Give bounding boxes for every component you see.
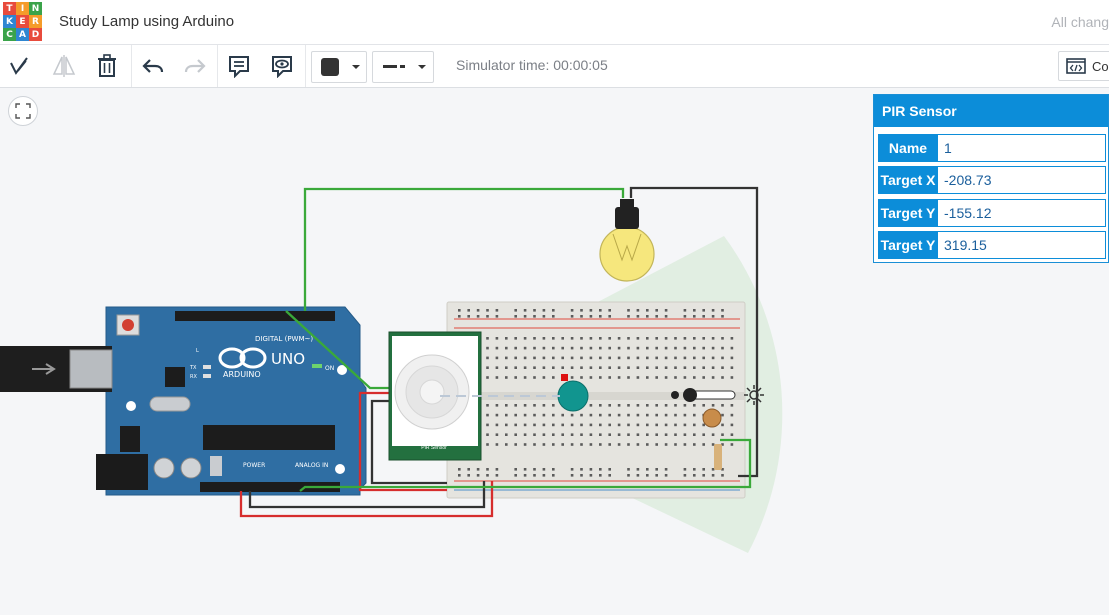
l-label: L xyxy=(196,348,199,354)
reset-button[interactable] xyxy=(122,319,134,331)
title-bar: TINKERCAD Study Lamp using Arduino All c… xyxy=(0,0,1109,45)
mirror-icon xyxy=(51,54,77,78)
code-button-label: Co xyxy=(1092,59,1109,74)
target-y-2-field[interactable]: 319.15 xyxy=(938,231,1106,259)
inspector-row-target-x: Target X -208.73 xyxy=(878,166,1106,194)
inspector-label: Name xyxy=(878,134,938,162)
power-jack xyxy=(96,454,148,490)
arduino-brand: ARDUINO xyxy=(223,370,261,379)
breadboard[interactable] xyxy=(447,302,745,498)
note-icon xyxy=(227,54,251,78)
start-simulation-button[interactable] xyxy=(3,51,35,81)
pencil-check-icon xyxy=(8,55,30,77)
arduino-model: UNO xyxy=(271,350,305,368)
mirror-button[interactable] xyxy=(48,51,80,81)
usb-port xyxy=(70,350,112,388)
power-label: POWER xyxy=(243,462,265,469)
design-title[interactable]: Study Lamp using Arduino xyxy=(59,13,234,30)
digital-label: DIGITAL (PWM~) xyxy=(255,335,313,343)
line-style-icon xyxy=(383,64,407,70)
component-inspector: PIR Sensor Name 1 Target X -208.73 Targe… xyxy=(873,94,1109,263)
simulator-time: Simulator time: 00:00:05 xyxy=(456,57,608,73)
inspector-row-name: Name 1 xyxy=(878,134,1106,162)
rx-label: RX xyxy=(190,374,197,380)
undo-icon xyxy=(141,56,165,76)
wire-color-dropdown[interactable] xyxy=(311,51,367,83)
on-label: ON xyxy=(325,365,334,372)
photoresistor[interactable] xyxy=(703,409,721,427)
logo-letter: A xyxy=(16,28,29,41)
analog-label: ANALOG IN xyxy=(295,462,328,469)
redo-icon xyxy=(183,56,207,76)
name-field[interactable]: 1 xyxy=(938,134,1106,162)
save-status: All chang xyxy=(1051,14,1109,30)
fit-view-icon xyxy=(15,103,31,119)
inspector-label: Target X xyxy=(878,166,938,194)
chevron-down-icon xyxy=(351,64,361,70)
logo-letter: R xyxy=(29,15,42,28)
logo-letter: D xyxy=(29,28,42,41)
resistor[interactable] xyxy=(714,444,722,470)
inspector-label: Target Y xyxy=(878,199,938,227)
inspector-row-target-y: Target Y -155.12 xyxy=(878,199,1106,227)
wire-type-dropdown[interactable] xyxy=(372,51,434,83)
code-icon xyxy=(1066,58,1086,74)
delete-button[interactable] xyxy=(91,51,123,81)
logo-letter: C xyxy=(3,28,16,41)
eye-note-icon xyxy=(270,54,294,78)
target-y-field[interactable]: -155.12 xyxy=(938,199,1106,227)
logo-letter: E xyxy=(16,15,29,28)
inspector-row-target-y-2: Target Y 319.15 xyxy=(878,231,1106,259)
color-swatch xyxy=(321,58,339,76)
chevron-down-icon xyxy=(417,64,427,70)
undo-button[interactable] xyxy=(137,51,169,81)
code-button[interactable]: Co xyxy=(1058,51,1109,81)
logo-letter: I xyxy=(16,2,29,15)
target-x-field[interactable]: -208.73 xyxy=(938,166,1106,194)
atmega-chip xyxy=(203,425,335,450)
redo-button[interactable] xyxy=(179,51,211,81)
logo-letter: K xyxy=(3,15,16,28)
notes-button[interactable] xyxy=(223,51,255,81)
fit-view-button[interactable] xyxy=(8,96,38,126)
tilt-sensor[interactable] xyxy=(558,381,588,411)
pir-label: PIR Sensor xyxy=(421,445,447,451)
logo-letter: T xyxy=(3,2,16,15)
inspector-title: PIR Sensor xyxy=(874,95,1108,127)
light-bulb[interactable] xyxy=(600,199,654,281)
tinkercad-logo[interactable]: TINKERCAD xyxy=(3,2,42,41)
trash-icon xyxy=(96,54,118,78)
inspector-label: Target Y xyxy=(878,231,938,259)
tx-label: TX xyxy=(189,365,197,371)
toggle-notes-button[interactable] xyxy=(266,51,298,81)
logo-letter: N xyxy=(29,2,42,15)
